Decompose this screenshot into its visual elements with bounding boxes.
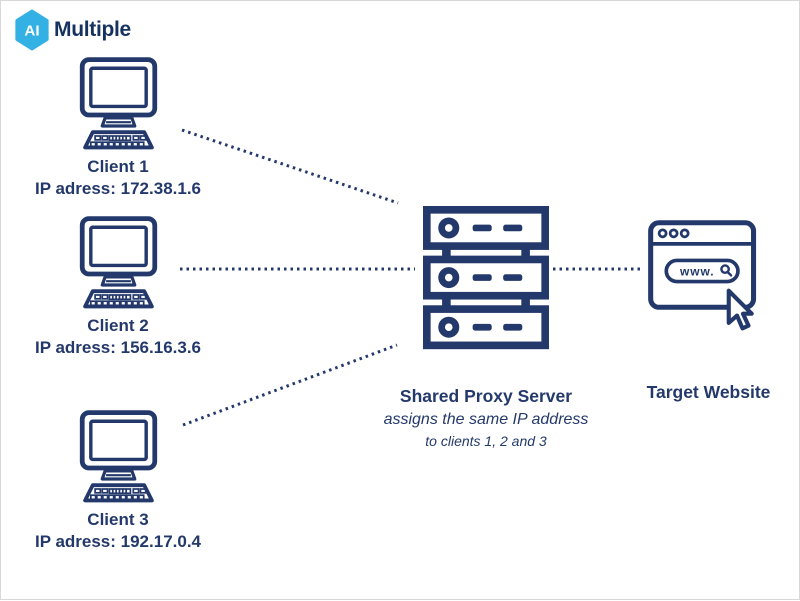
desktop-computer-icon xyxy=(66,409,171,506)
proxy-title: Shared Proxy Server xyxy=(399,386,573,406)
client-2-group: Client 2 IP adress: 156.16.3.6 xyxy=(13,215,223,359)
magnifier-icon xyxy=(719,264,732,277)
browser-window-icon: www. xyxy=(647,220,756,331)
website-title: Target Website xyxy=(646,382,771,402)
client-2-label: Client 2 xyxy=(87,316,149,335)
logo-hexagon-icon: AI xyxy=(15,9,49,51)
client-3-ip: IP adress: 192.17.0.4 xyxy=(34,532,202,551)
client-3-label: Client 3 xyxy=(87,510,149,529)
address-bar xyxy=(663,258,740,284)
proxy-server-group: Shared Proxy Server assigns the same IP … xyxy=(351,206,621,449)
client-2-ip: IP adress: 156.16.3.6 xyxy=(34,338,202,357)
brand-logo: AI Multiple xyxy=(13,9,131,51)
mouse-cursor-icon xyxy=(726,288,754,331)
client-1-group: Client 1 IP adress: 172.38.1.6 xyxy=(13,56,223,200)
browser-dots-icon xyxy=(657,228,690,239)
target-website-group: www. Target Website xyxy=(586,219,800,403)
client-1-label: Client 1 xyxy=(87,157,149,176)
desktop-computer-icon xyxy=(66,215,171,312)
client-1-ip: IP adress: 172.38.1.6 xyxy=(34,179,202,198)
address-bar-text: www. xyxy=(679,265,714,279)
brand-name: Multiple xyxy=(54,18,131,41)
proxy-subtitle-line2: to clients 1, 2 and 3 xyxy=(425,433,547,449)
desktop-computer-icon xyxy=(66,56,171,153)
client-3-group: Client 3 IP adress: 192.17.0.4 xyxy=(13,409,223,553)
proxy-subtitle-line1: assigns the same IP address xyxy=(383,411,589,428)
logo-hex-text: AI xyxy=(24,23,39,40)
server-rack-icon xyxy=(423,206,549,353)
